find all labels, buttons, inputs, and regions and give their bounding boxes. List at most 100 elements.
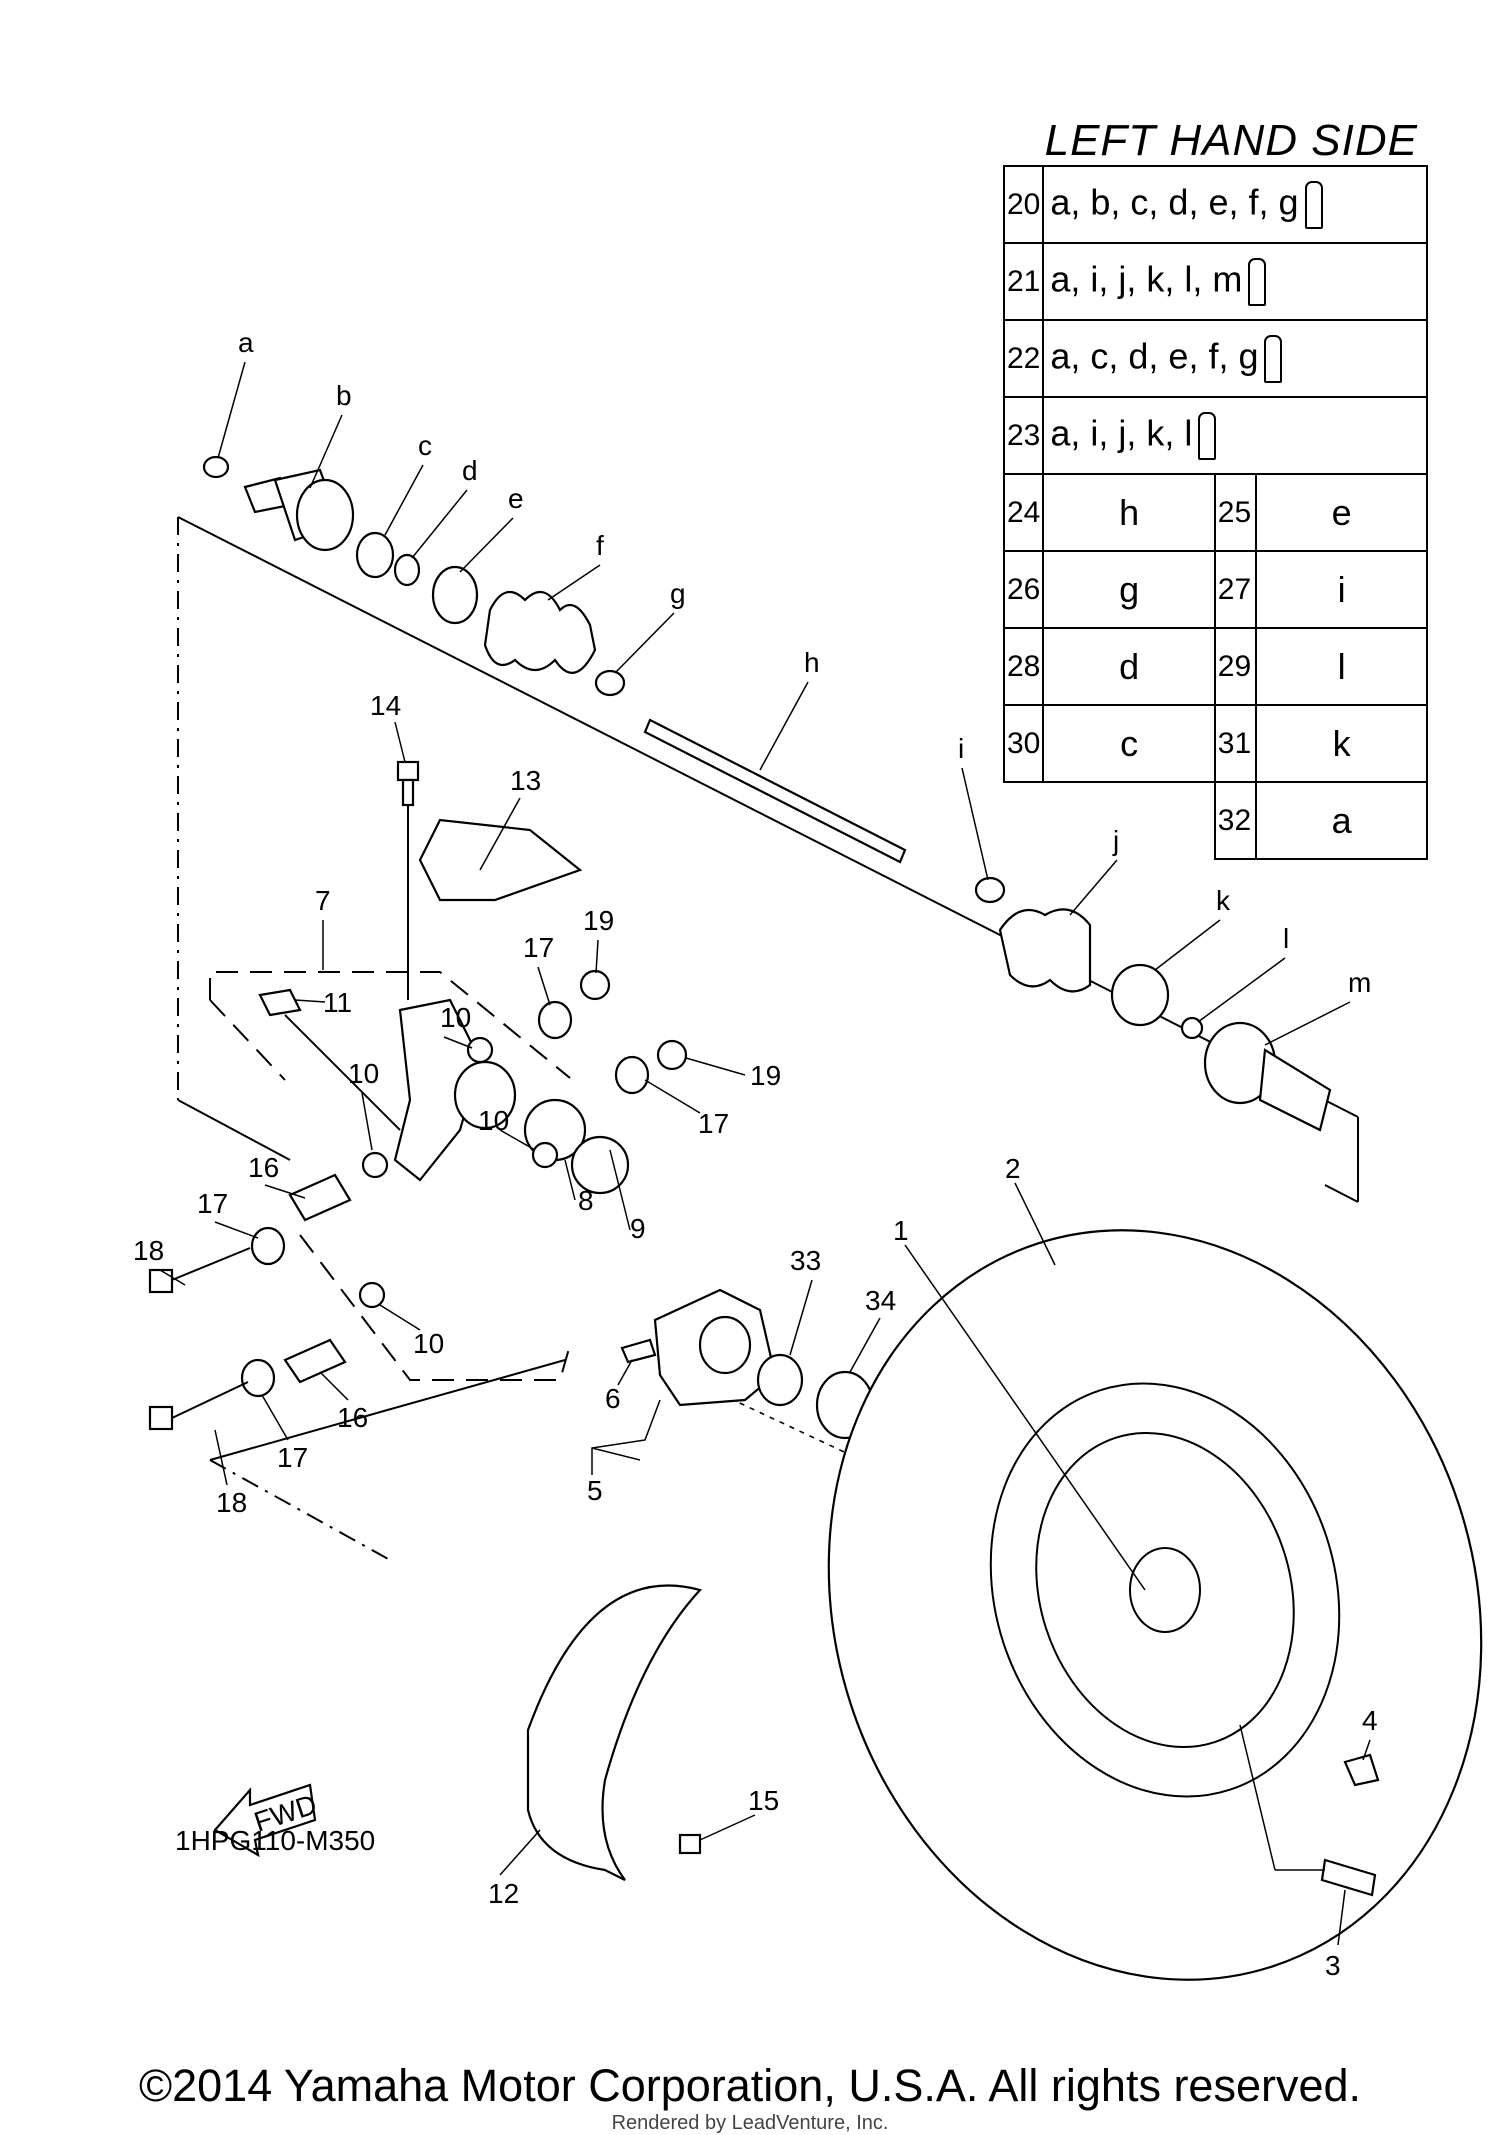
bolt-14	[396, 760, 420, 807]
callout-3: 3	[1325, 1950, 1341, 1981]
callout-10c: 10	[478, 1105, 509, 1136]
legend-num: 28	[1002, 627, 1045, 706]
stud-6	[620, 1338, 657, 1364]
copyright-footer: ©2014 Yamaha Motor Corporation, U.S.A. A…	[138, 2060, 1362, 2111]
legend-parts-text: a, b, c, d, e, f, g	[1050, 181, 1299, 223]
ring-c	[355, 531, 395, 579]
render-watermark: Rendered by LeadVenture, Inc.	[611, 2112, 889, 2134]
legend-val: e	[1254, 473, 1429, 552]
collar-10b	[361, 1151, 389, 1179]
legend-parts: a, b, c, d, e, f, g	[1042, 165, 1429, 244]
bushing-17d	[240, 1358, 276, 1398]
legend-val: g	[1042, 550, 1216, 629]
callout-18b: 18	[216, 1487, 247, 1518]
grease-tube-icon	[1248, 257, 1267, 306]
callout-13: 13	[510, 765, 541, 796]
legend-num: 24	[1002, 473, 1045, 552]
hub-5	[653, 1288, 777, 1407]
legend-parts: a, c, d, e, f, g	[1042, 319, 1429, 398]
bushing-17b	[614, 1055, 650, 1095]
label-d: d	[462, 455, 478, 486]
callout-12: 12	[488, 1878, 519, 1909]
label-e: e	[508, 483, 524, 514]
callout-14: 14	[370, 690, 401, 721]
spacer-16a	[288, 1173, 352, 1222]
legend-num: 26	[1002, 550, 1045, 629]
callout-numbers: 1 2 3 4 5 6 7 8 9 10 10 10 10 11 12 13 1…	[133, 690, 1378, 1981]
legend-row: 22 a, c, d, e, f, g	[1002, 319, 1429, 398]
nut-19a	[579, 969, 611, 1001]
snap-ring-9	[570, 1135, 630, 1195]
clamp-e	[431, 565, 479, 625]
label-c: c	[418, 430, 432, 461]
legend-num: 29	[1213, 627, 1257, 706]
clamp-k	[1110, 963, 1170, 1027]
callout-1: 1	[893, 1215, 909, 1246]
spacer-16b	[283, 1338, 347, 1384]
legend-parts: a, i, j, k, l	[1042, 396, 1429, 475]
legend-parts-text: a, i, j, k, l, m	[1050, 258, 1243, 300]
legend-num: 32	[1213, 781, 1257, 860]
diagram-code: 1HPG110-M350	[175, 1825, 375, 1856]
legend-val: k	[1254, 704, 1429, 783]
collar-10c	[531, 1141, 559, 1169]
callout-11: 11	[323, 987, 352, 1018]
bolt-18a	[148, 1247, 251, 1294]
grease-tube-icon	[1198, 411, 1217, 460]
callout-4: 4	[1362, 1705, 1378, 1736]
callout-10a: 10	[440, 1002, 471, 1033]
callout-7: 7	[315, 885, 331, 916]
legend-num: 22	[1002, 319, 1045, 398]
legend-num: 27	[1213, 550, 1257, 629]
legend-row: 30 c 31 k	[1002, 704, 1429, 783]
callout-17a: 17	[523, 932, 554, 963]
label-a: a	[238, 327, 254, 358]
outer-joint-b	[243, 468, 355, 552]
label-f: f	[596, 530, 604, 561]
legend-num: 20	[1002, 165, 1045, 244]
legend-row: 20 a, b, c, d, e, f, g	[1002, 165, 1429, 244]
legend-row: 26 g 27 i	[1002, 550, 1429, 629]
letter-labels: a b c d e f g h i j k l m	[238, 327, 1371, 998]
callout-6: 6	[605, 1383, 621, 1414]
callout-34: 34	[865, 1285, 896, 1316]
legend-empty	[1043, 781, 1215, 859]
bushing-17a	[537, 1000, 573, 1040]
legend-val: l	[1254, 627, 1429, 706]
legend-val: a	[1254, 781, 1429, 860]
callout-8: 8	[578, 1185, 594, 1216]
ring-d	[393, 553, 421, 587]
inner-joint-m	[1203, 1021, 1332, 1132]
grease-tube-icon	[1304, 180, 1323, 229]
label-g: g	[670, 578, 686, 609]
legend-num: 21	[1002, 242, 1045, 321]
callout-5: 5	[587, 1475, 603, 1506]
wheel-nut-4	[1343, 1753, 1380, 1787]
callout-15: 15	[748, 1785, 779, 1816]
nipple-guide	[284, 1014, 401, 1131]
shaft-h	[643, 718, 907, 864]
legend-title: LEFT HAND SIDE	[1044, 116, 1418, 165]
legend-parts: a, i, j, k, l, m	[1042, 242, 1429, 321]
legend-num: 25	[1213, 473, 1257, 552]
callout-19b: 19	[750, 1060, 781, 1091]
callout-10d: 10	[413, 1328, 444, 1359]
legend-val: h	[1042, 473, 1216, 552]
grease-nipple-11	[258, 988, 302, 1017]
bushing-17c	[250, 1226, 286, 1266]
disc-guide-lines	[209, 1359, 566, 1561]
callout-9: 9	[630, 1213, 646, 1244]
label-i: i	[958, 733, 964, 764]
collar-10d	[358, 1281, 386, 1309]
label-h: h	[804, 647, 820, 678]
disc-guard-12	[526, 1584, 703, 1881]
boot-j	[998, 908, 1092, 993]
legend-num: 31	[1213, 704, 1257, 783]
callout-17d: 17	[277, 1442, 308, 1473]
callout-19a: 19	[583, 905, 614, 936]
wheel-1	[989, 1382, 1341, 1798]
bolt-18b	[148, 1381, 249, 1431]
legend-row: 32 a	[1004, 781, 1429, 860]
nut-19b	[656, 1039, 688, 1071]
